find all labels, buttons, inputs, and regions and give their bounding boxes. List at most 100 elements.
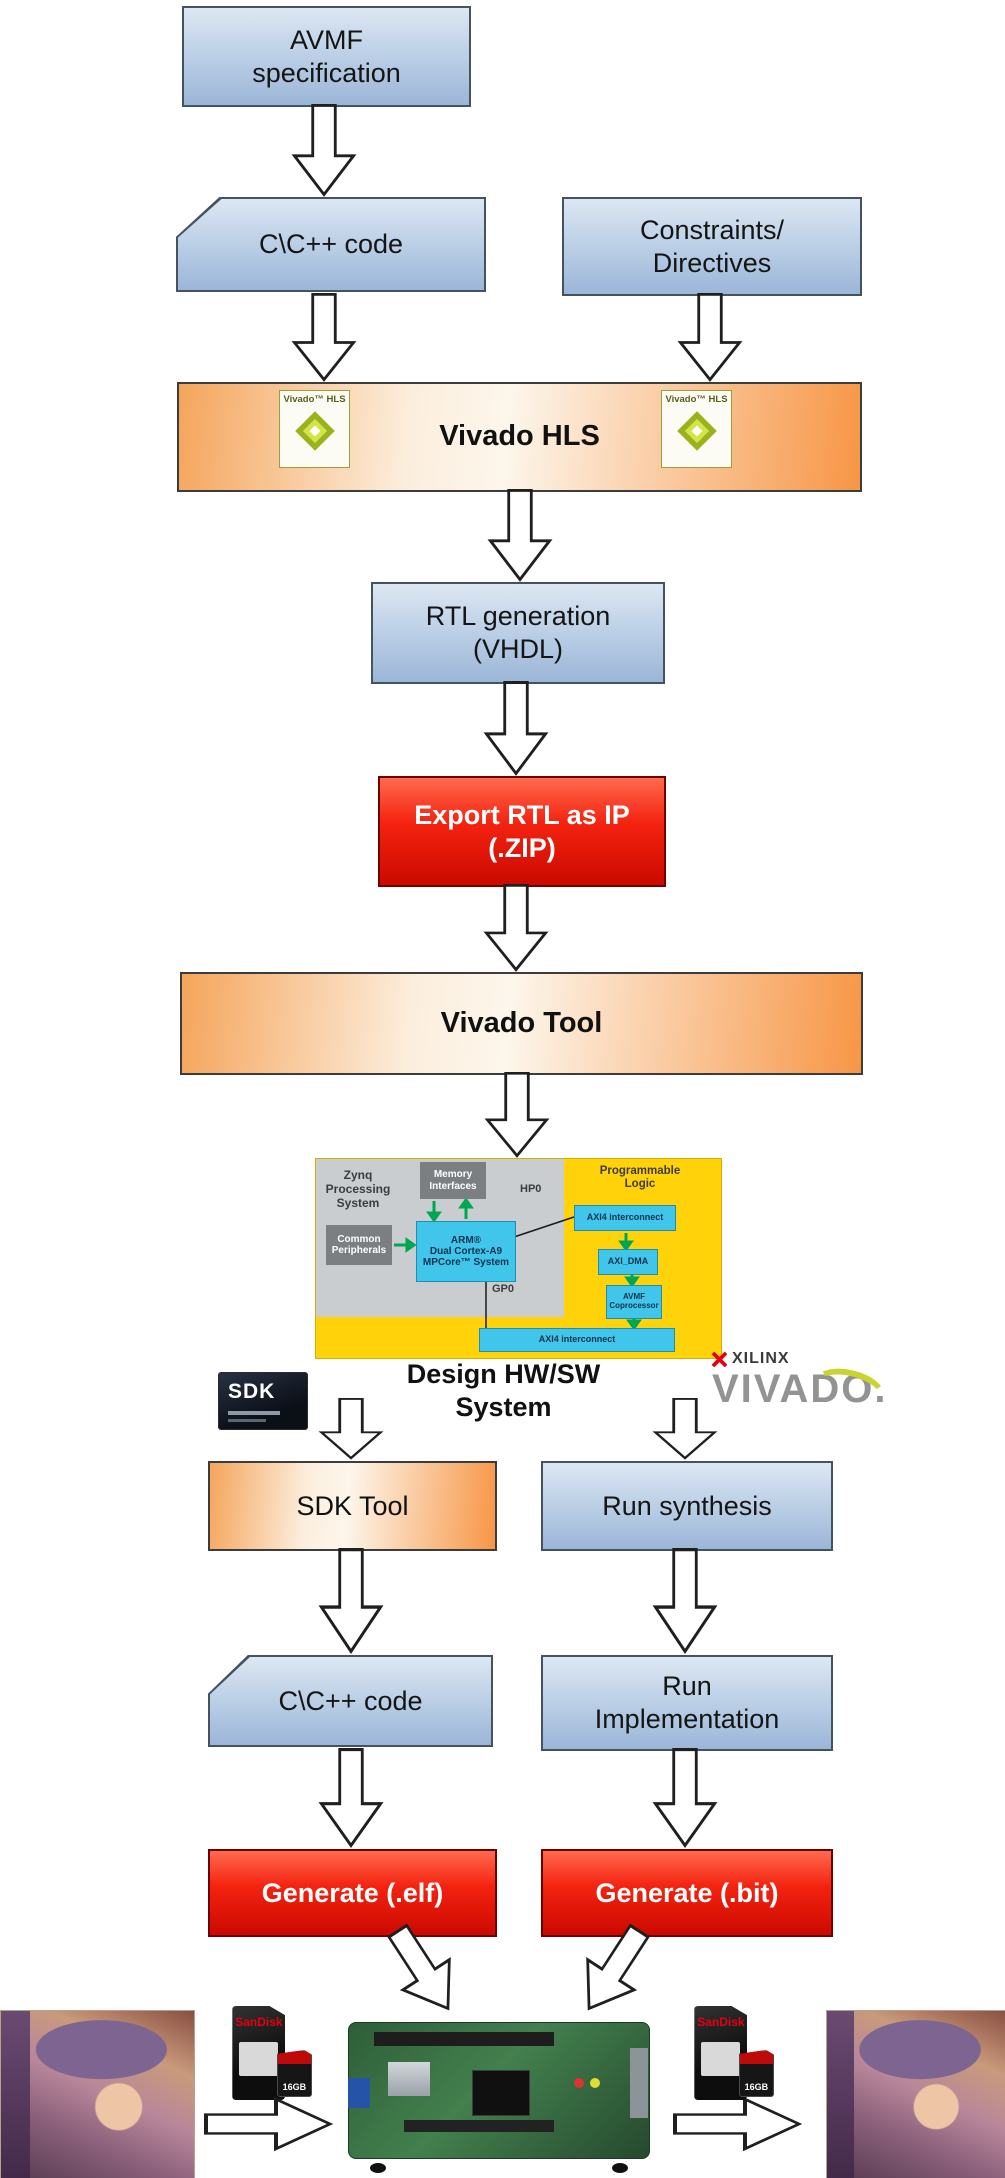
vivado-pinwheel-icon <box>294 410 335 451</box>
label-text: Memory Interfaces <box>429 1169 477 1192</box>
label-text: Zynq Processing System <box>325 1168 391 1210</box>
box-label: Generate (.bit) <box>595 1877 779 1908</box>
xilinx-vivado-logo: XILINX VIVADO. <box>712 1350 892 1422</box>
zynq-block-diagram: Zynq Processing System Memory Interfaces… <box>315 1158 722 1359</box>
board-vga-connector <box>348 2078 370 2108</box>
microsd-stripe <box>277 2051 311 2064</box>
box-constraints-directives: Constraints/ Directives <box>562 197 862 296</box>
axi4-interconnect-bottom-block: AXI4 interconnect <box>479 1328 675 1352</box>
box-c-code-bottom: C\C++ code <box>208 1655 493 1747</box>
sdk-logo-text: SDK <box>228 1380 276 1403</box>
box-sdk-tool: SDK Tool <box>208 1461 497 1551</box>
label-text: AXI4 interconnect <box>586 1212 664 1223</box>
flow-arrow-down-icon <box>653 1748 717 1847</box>
box-label: AVMF specification <box>252 24 401 88</box>
board-heatsink <box>388 2062 430 2096</box>
microsd-stripe <box>739 2051 773 2064</box>
common-peripherals-block: Common Peripherals <box>326 1225 392 1265</box>
board-foot <box>612 2163 628 2173</box>
zynq-ps-label: Zynq Processing System <box>322 1168 394 1210</box>
sd-card-image-left: SanDisk 16GB <box>229 2006 312 2100</box>
arm-core-block: ARM® Dual Cortex-A9 MPCore™ System <box>416 1221 516 1282</box>
box-c-code-top: C\C++ code <box>176 197 486 292</box>
flow-arrow-down-icon <box>319 1748 383 1847</box>
board-led <box>590 2078 600 2088</box>
board-header-strip <box>374 2032 554 2046</box>
box-export-rtl-ip: Export RTL as IP (.ZIP) <box>378 776 666 887</box>
label-text: ARM® Dual Cortex-A9 MPCore™ System <box>422 1235 510 1268</box>
sdk-logo-decoration <box>228 1419 266 1422</box>
sdk-logo: SDK <box>218 1372 308 1430</box>
label-text: GP0 <box>492 1283 515 1295</box>
bar-label: Vivado Tool <box>440 1006 603 1039</box>
box-label: C\C++ code <box>278 1685 423 1716</box>
board-fpga-chip <box>472 2070 530 2116</box>
sd-adapter: SanDisk <box>232 2006 286 2100</box>
label-text: HP0 <box>520 1183 542 1195</box>
sd-sticker <box>700 2041 740 2076</box>
box-label: Generate (.elf) <box>261 1877 444 1908</box>
sd-brand-text: SanDisk <box>697 2015 745 2029</box>
programmable-logic-label: Programmable Logic <box>598 1165 682 1191</box>
avmf-coprocessor-block: AVMF Coprocessor <box>606 1285 662 1319</box>
label-text: AXI4 interconnect <box>538 1334 616 1345</box>
label-text: AXI_DMA <box>607 1256 649 1267</box>
memory-interfaces-block: Memory Interfaces <box>420 1162 486 1199</box>
label-text: AVMF Coprocessor <box>609 1292 659 1310</box>
box-label: C\C++ code <box>258 229 404 259</box>
hp0-label: HP0 <box>520 1183 541 1196</box>
vivado-hls-logo-text: Vivado™ HLS <box>665 394 728 405</box>
axi-dma-block: AXI_DMA <box>598 1249 658 1275</box>
axi4-interconnect-top-block: AXI4 interconnect <box>574 1205 676 1231</box>
box-avmf-specification: AVMF specification <box>182 6 471 107</box>
box-run-synthesis: Run synthesis <box>541 1461 833 1551</box>
fpga-board-image <box>344 2012 654 2175</box>
sd-capacity-text: 16GB <box>744 2082 769 2093</box>
flow-arrow-down-icon <box>653 1548 717 1653</box>
board-pin-header <box>404 2120 554 2132</box>
box-rtl-generation: RTL generation (VHDL) <box>371 582 665 684</box>
flow-arrow-down-icon <box>488 489 552 581</box>
bar-label: Vivado HLS <box>439 420 600 453</box>
sdk-logo-decoration <box>228 1411 280 1415</box>
label-text: Common Peripherals <box>331 1233 387 1257</box>
sd-capacity-text: 16GB <box>282 2082 307 2093</box>
xilinx-x-icon <box>712 1351 727 1367</box>
bar-vivado-tool: Vivado Tool <box>180 972 863 1075</box>
flow-arrow-right-icon <box>204 2097 332 2151</box>
gp0-label: GP0 <box>492 1283 514 1296</box>
vivado-hls-logo: Vivado™ HLS <box>279 390 350 468</box>
diagram-connectors <box>394 1197 642 1331</box>
box-label: Run Implementation <box>594 1671 780 1734</box>
box-label: SDK Tool <box>296 1490 409 1521</box>
box-generate-bit: Generate (.bit) <box>541 1849 833 1937</box>
sd-card-image-right: SanDisk 16GB <box>691 2006 774 2100</box>
flow-arrow-down-icon <box>319 1397 383 1460</box>
flow-arrow-down-icon <box>292 292 356 382</box>
flow-arrow-down-icon <box>654 1397 716 1460</box>
board-led <box>574 2078 584 2088</box>
vivado-hls-logo-text: Vivado™ HLS <box>283 394 346 405</box>
microsd-card: 16GB <box>276 2050 312 2098</box>
sd-brand-text: SanDisk <box>235 2015 283 2029</box>
microsd-card: 16GB <box>738 2050 774 2098</box>
vivado-hls-logo: Vivado™ HLS <box>661 390 732 468</box>
bar-vivado-hls: Vivado HLS Vivado™ HLS Vivado™ HLS <box>177 382 862 492</box>
flow-arrow-down-icon <box>319 1548 383 1653</box>
board-foot <box>370 2163 386 2173</box>
sd-adapter: SanDisk <box>694 2006 748 2100</box>
sd-sticker <box>238 2041 278 2076</box>
design-hw-sw-label: Design HW/SW System <box>396 1358 611 1424</box>
label-text: Programmable Logic <box>599 1165 681 1191</box>
photo-lena-right <box>826 2010 1005 2178</box>
photo-lena-left <box>0 2010 195 2178</box>
box-run-implementation: Run Implementation <box>541 1655 833 1751</box>
flow-arrow-down-icon <box>484 883 547 972</box>
box-label: Export RTL as IP (.ZIP) <box>414 799 630 863</box>
label-text: Design HW/SW System <box>406 1359 601 1422</box>
box-label: Run synthesis <box>602 1490 772 1521</box>
vivado-logo-text: VIVADO. <box>712 1367 888 1411</box>
flow-arrow-down-icon <box>484 681 548 775</box>
flow-arrow-down-icon <box>679 292 741 382</box>
